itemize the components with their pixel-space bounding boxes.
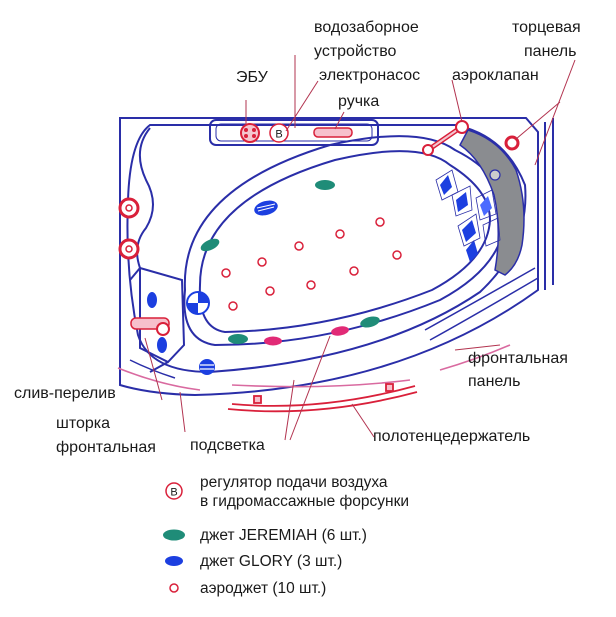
- aero-valve-icon: [422, 120, 469, 156]
- label-backlight: подсветка: [190, 437, 265, 454]
- ebu-button-icon: [240, 123, 260, 143]
- side-valve-icon: [118, 197, 140, 219]
- bathtub-outer-frame: [119, 117, 539, 397]
- control-panel-housing: [209, 119, 379, 146]
- label-air-valve: аэроклапан: [452, 67, 539, 84]
- aerojet: [228, 301, 238, 311]
- handle-icon: [313, 127, 353, 138]
- label-front-panel-1: фронтальная: [468, 350, 568, 367]
- label-ebu: ЭБУ: [236, 69, 269, 86]
- air-regulator-icon: [165, 482, 183, 500]
- side-valve-icon: [118, 238, 140, 260]
- legend-jeremiah: джет JEREMIAH (6 шт.): [163, 527, 367, 544]
- headrest-light-icon: [489, 169, 501, 181]
- end-panel-backrest: [459, 129, 525, 276]
- backlight-lamp: [264, 336, 282, 346]
- aerojets: [221, 217, 402, 311]
- aerojet: [335, 229, 345, 239]
- aerojet: [294, 241, 304, 251]
- glory-jet-bowl: [254, 200, 278, 216]
- towel-holder-icon: [227, 383, 418, 413]
- bathtub-bowl-inner: [198, 150, 492, 334]
- aerojet: [257, 257, 267, 267]
- bathtub-bowl-outer: [183, 135, 507, 347]
- glory-jets-outline: [435, 169, 501, 247]
- aerojet: [349, 266, 359, 276]
- aero-valve-button-icon: [504, 135, 520, 151]
- curtain-lines: [117, 344, 511, 391]
- legend-air-regulator-text-2: в гидромассажные форсунки: [200, 493, 409, 510]
- label-curtain-1: шторка: [56, 415, 110, 432]
- legend-jeremiah-text: джет JEREMIAH (6 шт.): [200, 527, 367, 544]
- jeremiah-jet: [200, 238, 220, 252]
- glory-jet-icon: [165, 556, 183, 566]
- jeremiah-jets: [200, 180, 380, 344]
- label-curtain-2: фронтальная: [56, 439, 156, 456]
- svg-text:В: В: [275, 129, 282, 141]
- svg-text:В: В: [170, 487, 177, 499]
- legend: В регулятор подачи воздуха в гидромассаж…: [163, 474, 409, 597]
- legend-air-regulator: В регулятор подачи воздуха в гидромассаж…: [165, 474, 409, 510]
- aerojet-icon: [169, 583, 179, 593]
- legend-aerojet-text: аэроджет (10 шт.): [200, 580, 326, 597]
- legend-glory: джет GLORY (3 шт.): [165, 553, 342, 570]
- pump-icon: [186, 291, 210, 315]
- label-towel-holder: полотенцедержатель: [373, 428, 530, 445]
- legend-aerojet: аэроджет (10 шт.): [169, 580, 326, 597]
- label-end-panel-1: торцевая: [512, 19, 581, 36]
- aerojet: [306, 280, 316, 290]
- glory-jets-seat: [147, 292, 167, 353]
- label-pump: электронасос: [319, 67, 420, 84]
- control-panel: В: [209, 119, 379, 146]
- label-end-panel-2: панель: [524, 43, 576, 60]
- diagram-labels: водозаборное устройство ЭБУ электронасос…: [14, 19, 581, 456]
- water-intake-icon: [199, 359, 215, 375]
- leader-lines: [144, 55, 576, 441]
- jeremiah-jet-icon: [163, 529, 185, 541]
- aerojet: [265, 286, 275, 296]
- label-front-panel-2: панель: [468, 373, 520, 390]
- aerojet: [392, 250, 402, 260]
- backlight-lamps: [264, 326, 349, 346]
- air-regulator-icon: В: [269, 123, 289, 143]
- legend-glory-text: джет GLORY (3 шт.): [200, 553, 342, 570]
- front-panel-lines: [129, 267, 539, 379]
- bathtub-seat: [139, 266, 186, 364]
- jeremiah-jet: [228, 334, 248, 344]
- label-handle: ручка: [338, 93, 379, 110]
- label-water-intake-2: устройство: [314, 43, 397, 60]
- aerojet: [375, 217, 385, 227]
- label-drain: слив-перелив: [14, 385, 116, 402]
- legend-air-regulator-text-1: регулятор подачи воздуха: [200, 474, 388, 491]
- glory-jets-cluster: [440, 175, 492, 262]
- backlight-lamp: [331, 326, 349, 336]
- bathtub-left-edge: [136, 127, 154, 269]
- drain-icon: [130, 317, 170, 336]
- aerojet: [221, 268, 231, 278]
- jeremiah-jet: [360, 316, 380, 328]
- jeremiah-jet: [315, 180, 335, 190]
- label-water-intake-1: водозаборное: [314, 19, 419, 36]
